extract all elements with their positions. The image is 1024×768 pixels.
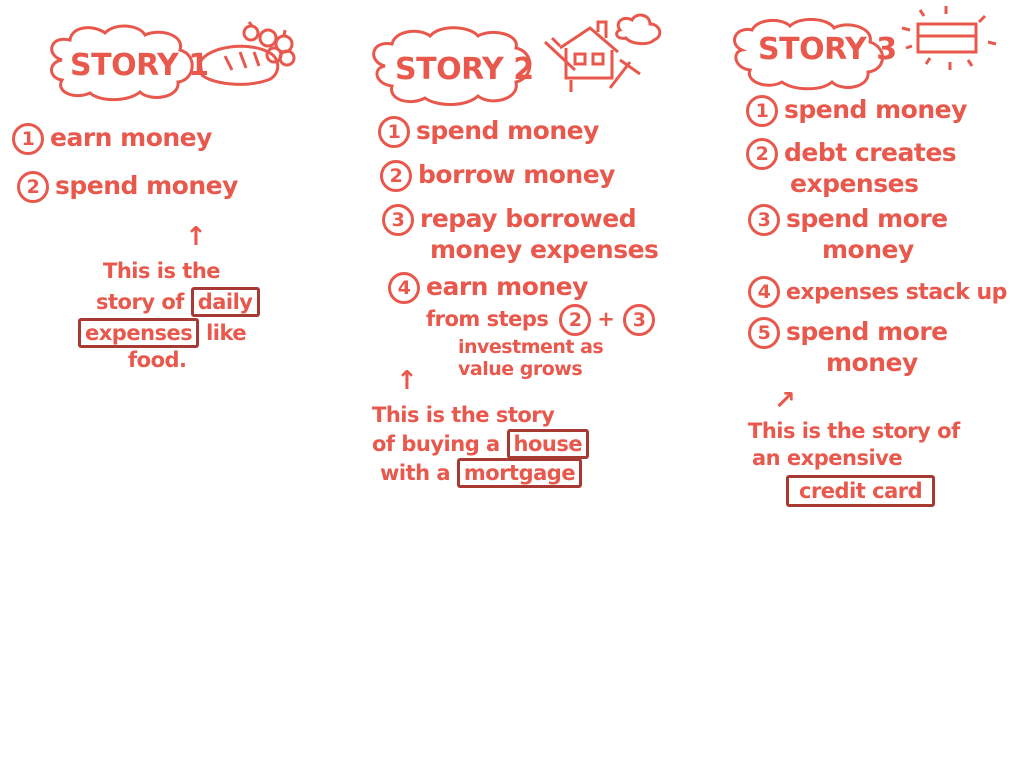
step-text-3: investment as <box>458 336 604 358</box>
step-number: 3 <box>748 204 780 236</box>
story-2-title: STORY 2 <box>395 52 534 87</box>
cloud-small-icon <box>615 13 662 46</box>
cloud-3 <box>733 18 884 91</box>
story-2-note: This is the story of buying a house with… <box>372 402 590 488</box>
note-line: with a <box>380 461 451 485</box>
note-line: an expensive <box>752 446 903 470</box>
step-text-2: expenses <box>790 169 919 198</box>
step-number: 1 <box>378 116 410 148</box>
note-line: This is the story of <box>748 419 960 443</box>
note-line: This is the <box>103 259 221 283</box>
step-text: spend more <box>786 204 948 233</box>
boxed-word-mortgage: mortgage <box>456 458 583 488</box>
step-text: spend more <box>786 317 948 346</box>
bread-icon <box>198 44 280 86</box>
step-number: 2 <box>746 138 778 170</box>
step-text-2: from steps <box>426 307 549 331</box>
step-text: spend money <box>416 116 599 145</box>
boxed-word-house: house <box>506 429 590 459</box>
boxed-word-daily: daily <box>190 287 260 317</box>
step-text: spend money <box>784 95 967 124</box>
step-number: 2 <box>559 304 592 336</box>
boxed-word-expenses: expenses <box>78 318 200 348</box>
story-1-title: STORY 1 <box>70 48 209 83</box>
credit-card-icon <box>901 6 997 70</box>
boxed-word-credit-card: credit card <box>786 475 936 507</box>
arrow-up-icon: ↗ <box>774 386 796 416</box>
house-icon <box>543 20 641 92</box>
arrow-up-icon: ↑ <box>396 366 418 396</box>
story-1-note: This is the story of daily expenses like… <box>78 258 260 374</box>
cloud-2 <box>372 26 532 106</box>
step-number: 2 <box>17 171 49 203</box>
note-line: of buying a <box>372 432 500 456</box>
step-text-2: money expenses <box>430 235 659 264</box>
step-text-2: money <box>822 235 914 264</box>
step-text: spend money <box>55 171 238 200</box>
note-line: This is the story <box>372 403 555 427</box>
fruit-icon <box>242 21 296 67</box>
step-text: repay borrowed <box>420 204 637 233</box>
step-number: 1 <box>12 123 44 155</box>
cloud-1 <box>50 24 194 102</box>
step-number: 2 <box>380 160 412 192</box>
step-number: 3 <box>382 204 414 236</box>
note-line: story of <box>96 290 184 314</box>
story-3-title: STORY 3 <box>758 32 897 67</box>
note-line: food. <box>128 348 187 372</box>
step-text: earn money <box>426 272 588 301</box>
step-text: expenses stack up <box>786 280 1007 305</box>
step-text-4: value grows <box>458 358 583 380</box>
plus-sign: + <box>597 307 615 331</box>
step-number: 5 <box>748 317 780 349</box>
step-text: earn money <box>50 123 212 152</box>
step-text-2: money <box>826 348 918 377</box>
story-3-note: This is the story of an expensive credit… <box>748 418 960 507</box>
step-number: 3 <box>623 304 656 336</box>
step-number: 1 <box>746 95 778 127</box>
note-line: like <box>206 321 247 345</box>
step-text: debt creates <box>784 138 957 167</box>
arrow-up-icon: ↑ <box>185 222 207 252</box>
step-number: 4 <box>388 272 420 304</box>
step-text: borrow money <box>418 160 615 189</box>
step-number: 4 <box>748 276 780 308</box>
